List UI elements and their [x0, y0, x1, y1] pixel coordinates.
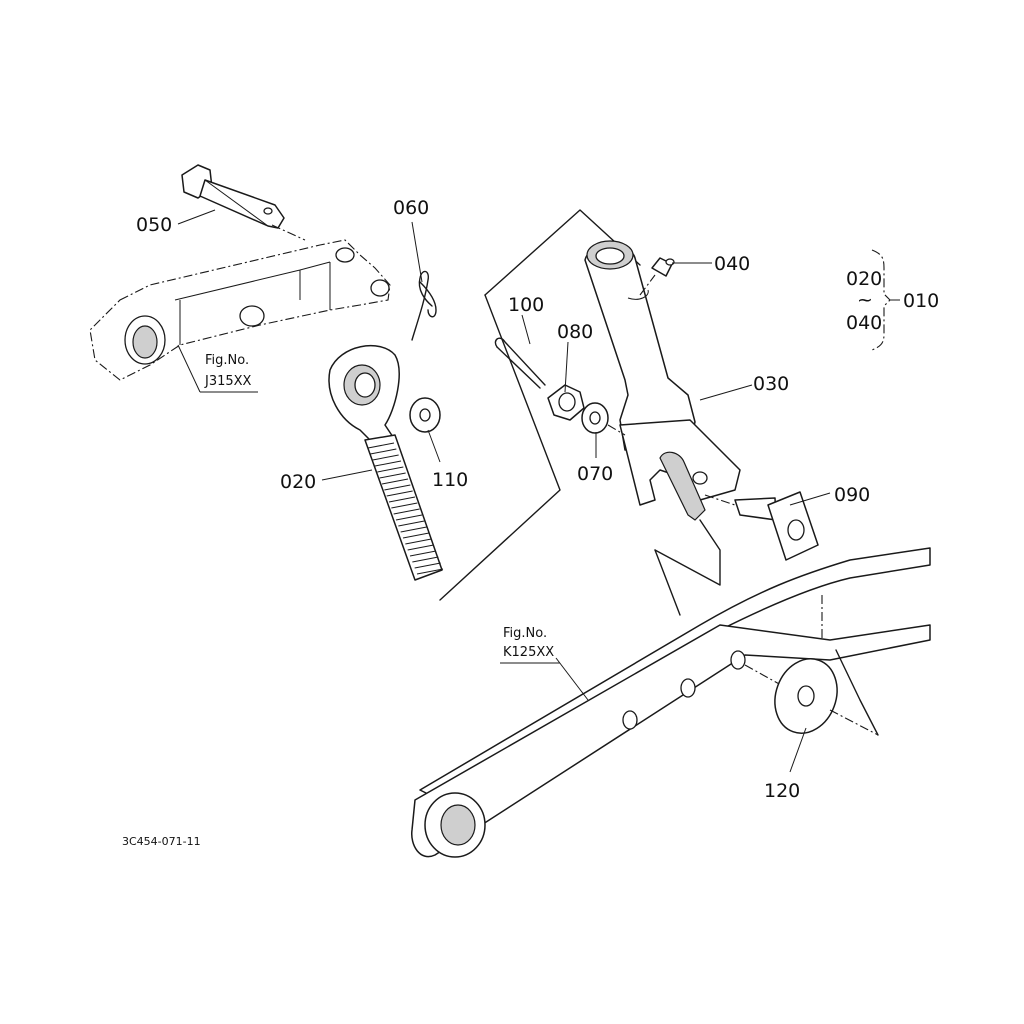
- callout-070: 070: [577, 463, 613, 485]
- thread-line: [391, 502, 418, 509]
- thread-line: [400, 526, 427, 533]
- thread-line: [393, 508, 420, 515]
- bolt-090: [734, 491, 819, 561]
- washer-070: [581, 402, 609, 434]
- castle-nut-080: [547, 384, 585, 421]
- callout-040: 040: [714, 253, 750, 275]
- fig-ref-2-line2: K125XX: [503, 645, 554, 660]
- callout-050: 050: [136, 214, 172, 236]
- fig-ref-1-line2: J315XX: [204, 374, 252, 389]
- thread-line: [412, 556, 439, 563]
- callout-080: 080: [557, 321, 593, 343]
- thread-line: [409, 550, 437, 557]
- lift-arm: [89, 239, 391, 381]
- figure-ref-j315xx: Fig.No. J315XX: [200, 353, 258, 393]
- callout-020: 020: [280, 471, 316, 493]
- r-clip-060: [411, 270, 437, 341]
- thread-line: [416, 568, 444, 575]
- callout-060: 060: [393, 197, 429, 219]
- callout-030: 030: [753, 373, 789, 395]
- thread-line: [384, 484, 411, 491]
- thread-line: [370, 448, 397, 455]
- thread-lines: [367, 442, 444, 575]
- washer-120: [774, 658, 838, 734]
- thread-line: [398, 520, 425, 527]
- thread-line: [381, 478, 409, 485]
- thread-line: [372, 454, 399, 461]
- fig-ref-2-line1: Fig.No.: [503, 626, 547, 641]
- callout-100: 100: [508, 294, 544, 316]
- thread-line: [407, 544, 434, 551]
- pin-050: [181, 164, 285, 229]
- group-tilde: ~: [857, 289, 873, 311]
- callout-120: 120: [764, 780, 800, 802]
- thread-line: [377, 466, 404, 473]
- thread-line: [379, 472, 406, 479]
- cotter-pin-100: [494, 337, 546, 389]
- thread-line: [395, 514, 423, 521]
- thread-line: [388, 496, 416, 503]
- group-to: 040: [846, 312, 882, 334]
- thread-line: [386, 490, 413, 497]
- thread-line: [414, 562, 441, 569]
- figure-ref-k125xx: Fig.No. K125XX: [500, 626, 560, 664]
- washer-110: [409, 397, 441, 433]
- lower-link: [411, 547, 931, 858]
- thread-line: [402, 532, 430, 539]
- group-assembly: 010: [903, 290, 939, 312]
- grease-nipple-040: [651, 257, 675, 277]
- leader-lines: [177, 209, 831, 773]
- thread-line: [374, 460, 402, 467]
- thread-line: [405, 538, 432, 545]
- thread-line: [367, 442, 395, 449]
- callout-090: 090: [834, 484, 870, 506]
- rod-end-020: [328, 344, 443, 581]
- assembly-group: 020 ~ 040 010: [846, 249, 939, 351]
- drawing-code: 3C454-071-11: [122, 835, 201, 848]
- callout-110: 110: [432, 469, 468, 491]
- group-from: 020: [846, 268, 882, 290]
- fig-ref-1-line1: Fig.No.: [205, 353, 249, 368]
- top-link-030: [584, 240, 741, 521]
